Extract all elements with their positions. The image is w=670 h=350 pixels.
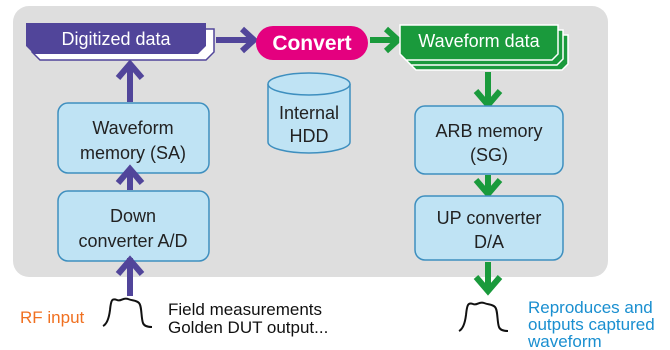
arb-memory-sg-box: [414, 105, 564, 175]
down-converter-line2: converter A/D: [78, 231, 187, 251]
pulse-waveform-icon: [458, 301, 509, 332]
rf-input-label: RF input: [20, 308, 85, 327]
arrow-icon: [216, 26, 259, 54]
output-label-line3: waveform: [527, 332, 602, 350]
arb-memory-line2: (SG): [470, 145, 508, 165]
convert-label: Convert: [272, 32, 351, 55]
waveform-memory-line2: memory (SA): [80, 143, 186, 163]
pulse-waveform-icon: [102, 297, 153, 328]
hdd-label-line2: HDD: [290, 126, 329, 146]
arb-memory-line1: ARB memory: [435, 121, 542, 141]
hard-disk-icon: [267, 72, 351, 154]
arrow-icon: [370, 26, 403, 54]
up-converter-box: [414, 195, 564, 261]
field-measurements-line1: Field measurements: [168, 300, 322, 319]
digitized-data-tag: Digitized data: [26, 23, 215, 61]
waveform-data-stack: Waveform data: [399, 24, 569, 71]
arrow-icon: [115, 255, 145, 296]
arrow-icon: [115, 164, 145, 190]
up-converter-line2: D/A: [474, 232, 504, 252]
down-converter-line1: Down: [110, 206, 156, 226]
arrow-icon: [473, 175, 503, 199]
waveform-memory-line1: Waveform: [92, 118, 173, 138]
output-label-line2: outputs captured: [528, 315, 655, 334]
waveform-data-label: Waveform data: [418, 31, 540, 51]
output-label-line1: Reproduces and: [528, 298, 653, 317]
arrow-icon: [473, 262, 503, 296]
convert-badge: Convert: [256, 26, 368, 60]
field-measurements-line2: Golden DUT output...: [168, 318, 328, 337]
hdd-label-line1: Internal: [279, 103, 339, 123]
arrow-icon: [115, 59, 145, 102]
up-converter-line1: UP converter: [437, 208, 542, 228]
digitized-data-label: Digitized data: [61, 29, 171, 49]
arrow-icon: [473, 72, 503, 110]
